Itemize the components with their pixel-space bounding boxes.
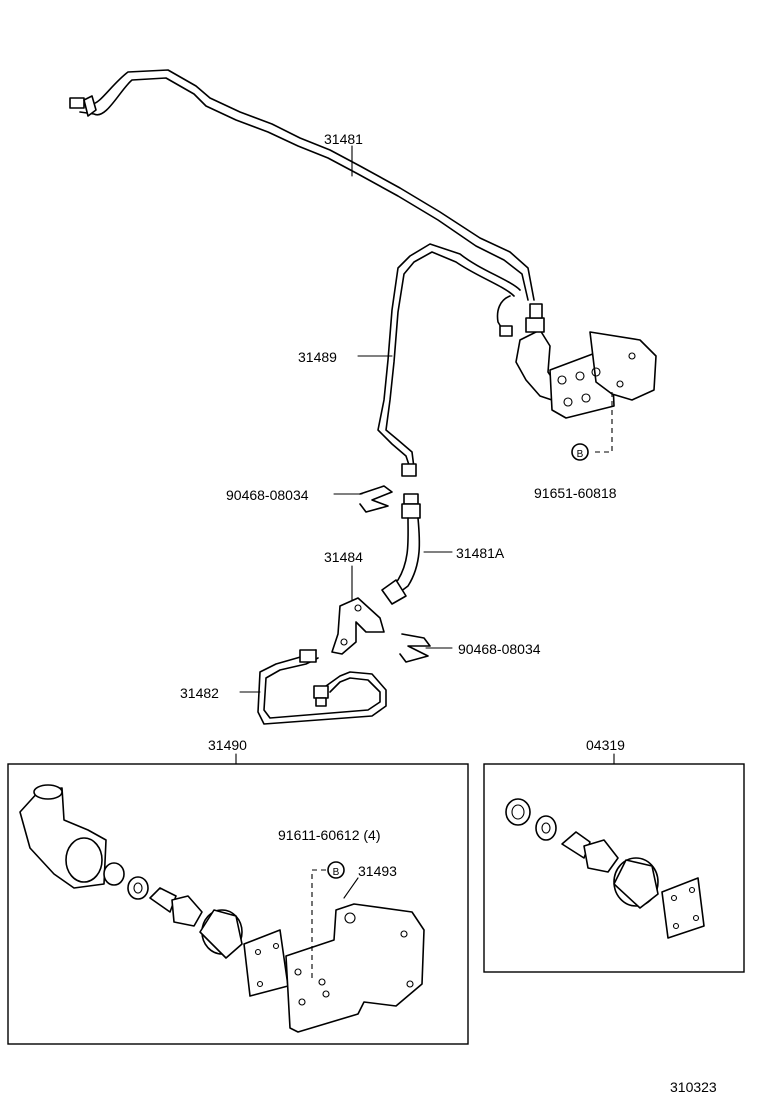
piston	[149, 887, 203, 927]
boot	[199, 909, 243, 959]
bracket-31484	[331, 597, 385, 655]
marker-b-lower: B	[333, 867, 340, 878]
label-91611-60612: 91611-60612 (4)	[278, 827, 380, 843]
kit-box-04319	[483, 763, 745, 973]
label-91651-60818: 91651-60818	[534, 485, 617, 501]
seal-ring	[103, 862, 125, 886]
kit-plate	[661, 877, 705, 939]
label-04319: 04319	[586, 737, 625, 753]
bolt-marker-91651: B	[571, 443, 589, 461]
pipe-31482	[257, 649, 387, 725]
label-31493: 31493	[358, 863, 397, 879]
kit-seal	[505, 798, 531, 826]
hose-31481a	[381, 493, 421, 605]
label-31489: 31489	[298, 349, 337, 365]
label-31482: 31482	[180, 685, 219, 701]
pipe-31481	[69, 69, 535, 301]
kit-piston	[561, 831, 619, 873]
label-31481a: 31481A	[456, 545, 505, 561]
kit-boot	[613, 857, 659, 909]
leader-lines	[235, 145, 615, 899]
gasket-plate	[243, 929, 289, 997]
label-31481: 31481	[324, 131, 363, 147]
bolt-marker-91611: B	[327, 861, 345, 879]
label-31490: 31490	[208, 737, 247, 753]
marker-b-upper: B	[577, 449, 584, 460]
diagram-id: 310323	[670, 1079, 717, 1095]
kit-washer	[535, 815, 557, 841]
washer-ring	[127, 876, 149, 900]
label-90468-08034-upper: 90468-08034	[226, 487, 309, 503]
dashed-leader-91651	[592, 392, 613, 453]
clip-90468-upper	[359, 485, 393, 513]
dashed-leader-91611	[311, 869, 326, 982]
bracket-upper	[515, 303, 657, 419]
label-90468-08034-lower: 90468-08034	[458, 641, 541, 657]
label-31484: 31484	[324, 549, 363, 565]
master-cylinder-body	[19, 784, 107, 889]
bracket-31493	[285, 903, 425, 1033]
clip-90468-lower	[399, 633, 431, 663]
kit-box-31490	[7, 763, 469, 1045]
pipe-31489	[377, 243, 521, 477]
